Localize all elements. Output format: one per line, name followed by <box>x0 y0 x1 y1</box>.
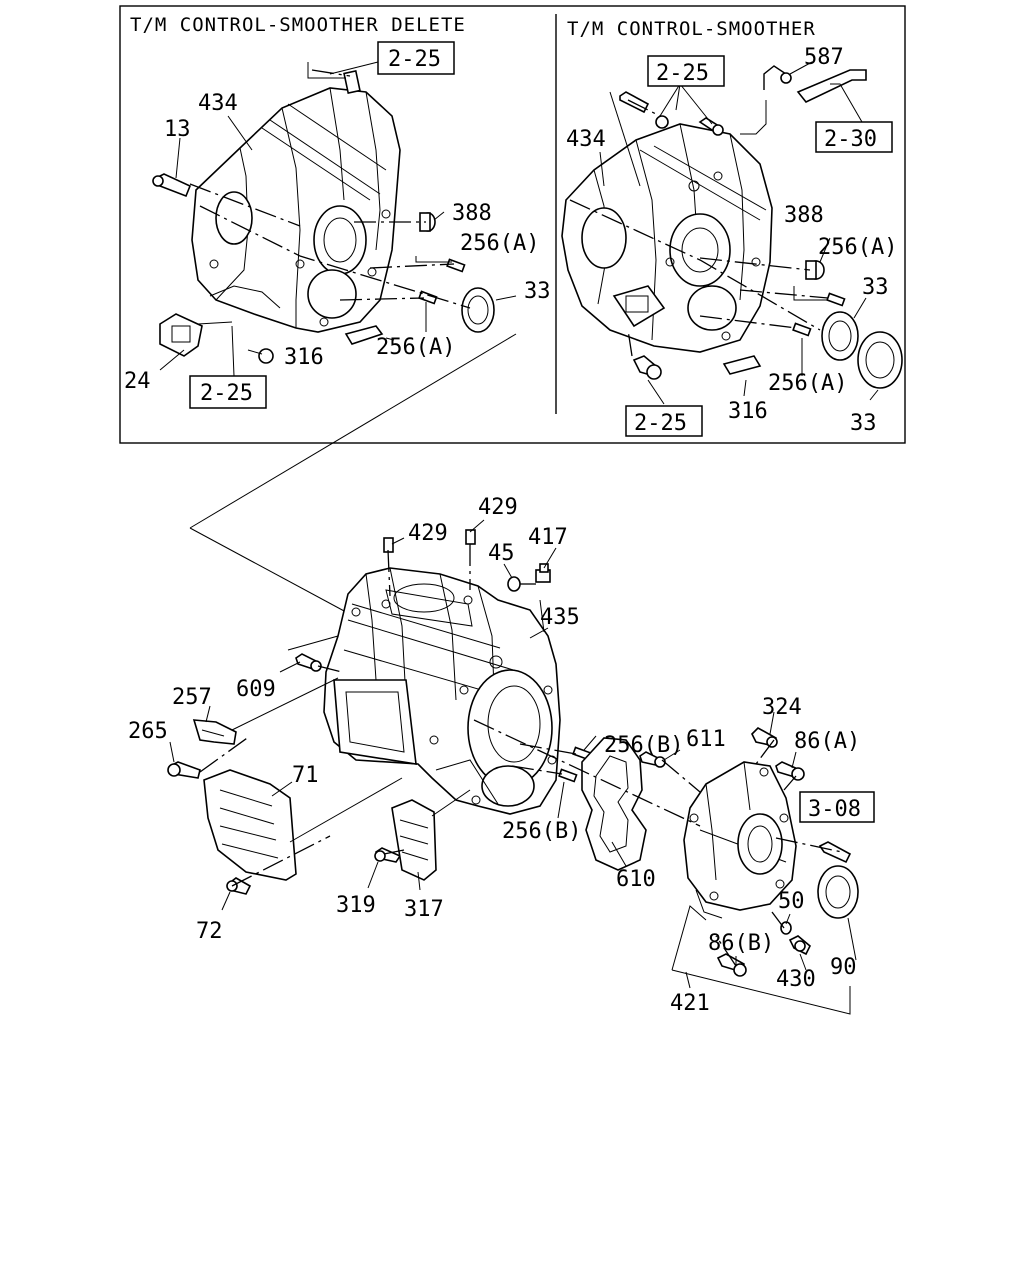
ref-box-r-bottom <box>625 405 703 437</box>
left-bushing-388 <box>419 212 436 232</box>
inset-connector <box>189 333 517 613</box>
right-hose-587 <box>763 65 867 103</box>
label-m-417: 417 <box>528 525 568 550</box>
ref-box-r-2-30 <box>815 121 893 153</box>
ref-r-2-30-text: 2-30 <box>824 127 877 152</box>
ref-l-2-25-top-text: 2-25 <box>388 47 441 72</box>
breather-324 <box>751 727 778 748</box>
right-bolts-top <box>619 91 724 136</box>
left-panel-title: T/M CONTROL-SMOOTHER DELETE <box>130 14 466 36</box>
right-clutch-housing <box>561 123 773 353</box>
right-pin-256a-2 <box>792 322 812 337</box>
label-m-256b-2: 256(B) <box>502 819 581 844</box>
extension-housing-421 <box>683 761 797 919</box>
bolt-72 <box>226 877 252 895</box>
label-l-256a-2: 256(A) <box>376 335 455 360</box>
label-m-45: 45 <box>488 541 515 566</box>
ref-box-l-top <box>377 41 455 75</box>
label-m-257: 257 <box>172 685 212 710</box>
ref-box-l-bottom <box>189 375 267 409</box>
label-m-429-a: 429 <box>408 521 448 546</box>
label-m-429-b: 429 <box>478 495 518 520</box>
right-leaders <box>569 61 879 405</box>
label-m-610: 610 <box>616 867 656 892</box>
oring-45 <box>507 576 521 592</box>
bolt-86a <box>775 761 805 781</box>
label-m-72: 72 <box>196 919 223 944</box>
right-bolt-bottom <box>632 355 662 380</box>
label-m-430: 430 <box>776 967 816 992</box>
label-m-50: 50 <box>778 889 805 914</box>
label-r-256a-2: 256(A) <box>768 371 847 396</box>
dowel-429-a <box>383 537 394 553</box>
bolt-265 <box>167 761 201 779</box>
label-m-319: 319 <box>336 893 376 918</box>
label-l-24: 24 <box>124 369 151 394</box>
oring-50 <box>780 921 792 935</box>
left-leaders <box>159 61 517 377</box>
ref-box-3-08 <box>799 791 875 823</box>
label-m-90: 90 <box>830 955 857 980</box>
label-r-388: 388 <box>784 203 824 228</box>
right-seal-33-2 <box>857 331 903 389</box>
label-l-316: 316 <box>284 345 324 370</box>
label-l-33: 33 <box>524 279 551 304</box>
label-m-421: 421 <box>670 991 710 1016</box>
cover-71 <box>203 769 297 881</box>
cover-317 <box>391 799 437 881</box>
left-bolt-13 <box>152 173 192 198</box>
left-bolt-top <box>343 70 361 94</box>
right-panel-title: T/M CONTROL-SMOOTHER <box>567 18 816 40</box>
clamp-257 <box>192 719 237 745</box>
label-m-86b: 86(B) <box>708 931 774 956</box>
label-m-609: 609 <box>236 677 276 702</box>
left-bolt-bottom <box>247 348 274 364</box>
transmission-main-case <box>323 567 561 815</box>
left-seal-33 <box>461 287 495 333</box>
ref-3-08-text: 3-08 <box>808 797 861 822</box>
main-leaders <box>169 519 857 1015</box>
bolt-609 <box>295 653 322 672</box>
label-r-316: 316 <box>728 399 768 424</box>
bolt-430 <box>788 935 811 956</box>
label-l-256a-1: 256(A) <box>460 231 539 256</box>
label-r-256a-1: 256(A) <box>818 235 897 260</box>
label-m-435: 435 <box>540 605 580 630</box>
bolt-86b <box>716 953 747 977</box>
label-m-324: 324 <box>762 695 802 720</box>
gasket-610 <box>581 737 647 871</box>
right-plate-316 <box>722 355 762 375</box>
ref-r-2-25-bottom-text: 2-25 <box>634 411 687 436</box>
label-m-317: 317 <box>404 897 444 922</box>
label-l-13: 13 <box>164 117 191 142</box>
label-m-86a: 86(A) <box>794 729 860 754</box>
label-m-611: 611 <box>686 727 726 752</box>
pin-256b-2 <box>558 768 578 783</box>
left-pin-256a-1 <box>446 258 466 273</box>
left-clutch-housing <box>191 87 401 333</box>
inset-frame <box>119 5 906 444</box>
left-pin-256a-2 <box>418 290 438 305</box>
bolt-3-08-stud <box>818 841 852 864</box>
ref-l-2-25-bottom-text: 2-25 <box>200 381 253 406</box>
right-seal-33-1 <box>821 311 859 361</box>
ref-box-r-top <box>647 55 725 87</box>
bolt-319 <box>374 847 402 863</box>
label-l-388: 388 <box>452 201 492 226</box>
plug-417 <box>535 563 551 583</box>
label-r-33-2: 33 <box>850 411 877 436</box>
label-r-587: 587 <box>804 45 844 70</box>
left-cover-24 <box>159 313 203 357</box>
left-plate-316 <box>344 325 384 345</box>
label-l-434: 434 <box>198 91 238 116</box>
label-m-71: 71 <box>292 763 319 788</box>
right-pin-256a-1 <box>826 292 846 307</box>
label-m-265: 265 <box>128 719 168 744</box>
label-r-33-1: 33 <box>862 275 889 300</box>
label-r-434: 434 <box>566 127 606 152</box>
ref-r-2-25-top-text: 2-25 <box>656 61 709 86</box>
seal-90 <box>817 865 859 919</box>
label-m-256b-1: 256(B) <box>604 733 683 758</box>
